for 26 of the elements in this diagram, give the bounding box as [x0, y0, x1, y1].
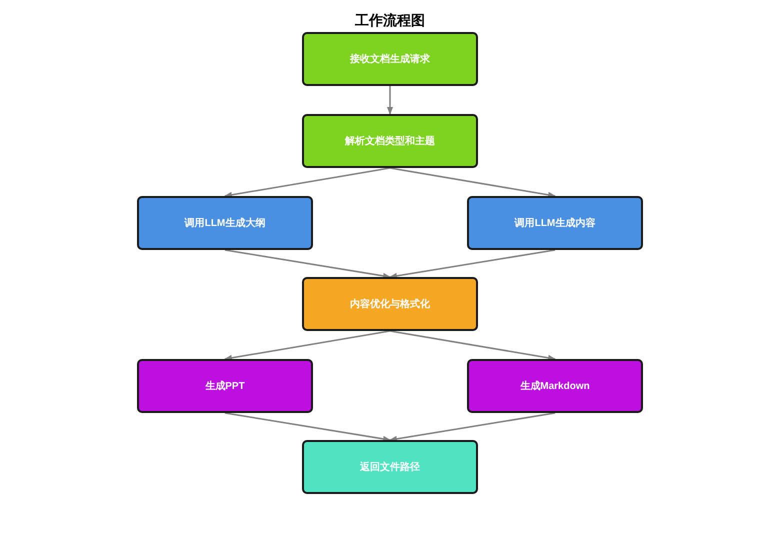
process-box: [302, 440, 478, 494]
arrow: [224, 412, 391, 442]
process-box: [302, 114, 478, 168]
arrow: [389, 249, 556, 279]
process-box: [302, 277, 478, 331]
arrow: [389, 412, 556, 442]
node-label: 解析文档类型和主题: [345, 134, 435, 148]
arrow: [224, 330, 390, 361]
node-label: 生成PPT: [205, 380, 245, 394]
arrow: [224, 249, 391, 279]
process-box: [467, 196, 643, 250]
arrow: [390, 330, 556, 361]
node-label: 生成Markdown: [520, 380, 590, 394]
node-label: 返回文件路径: [360, 460, 420, 474]
process-box: [137, 359, 313, 413]
arrow: [224, 167, 390, 198]
node-label: 接收文档生成请求: [350, 52, 430, 66]
process-box: [137, 196, 313, 250]
process-box: [467, 359, 643, 413]
arrow: [387, 86, 393, 115]
diagram-title: 工作流程图: [354, 11, 426, 30]
node-label: 内容优化与格式化: [350, 297, 430, 312]
node-label: 调用LLM生成大纲: [184, 216, 266, 230]
arrow: [390, 167, 556, 198]
process-box: [302, 32, 478, 86]
node-label: 调用LLM生成内容: [514, 216, 596, 230]
